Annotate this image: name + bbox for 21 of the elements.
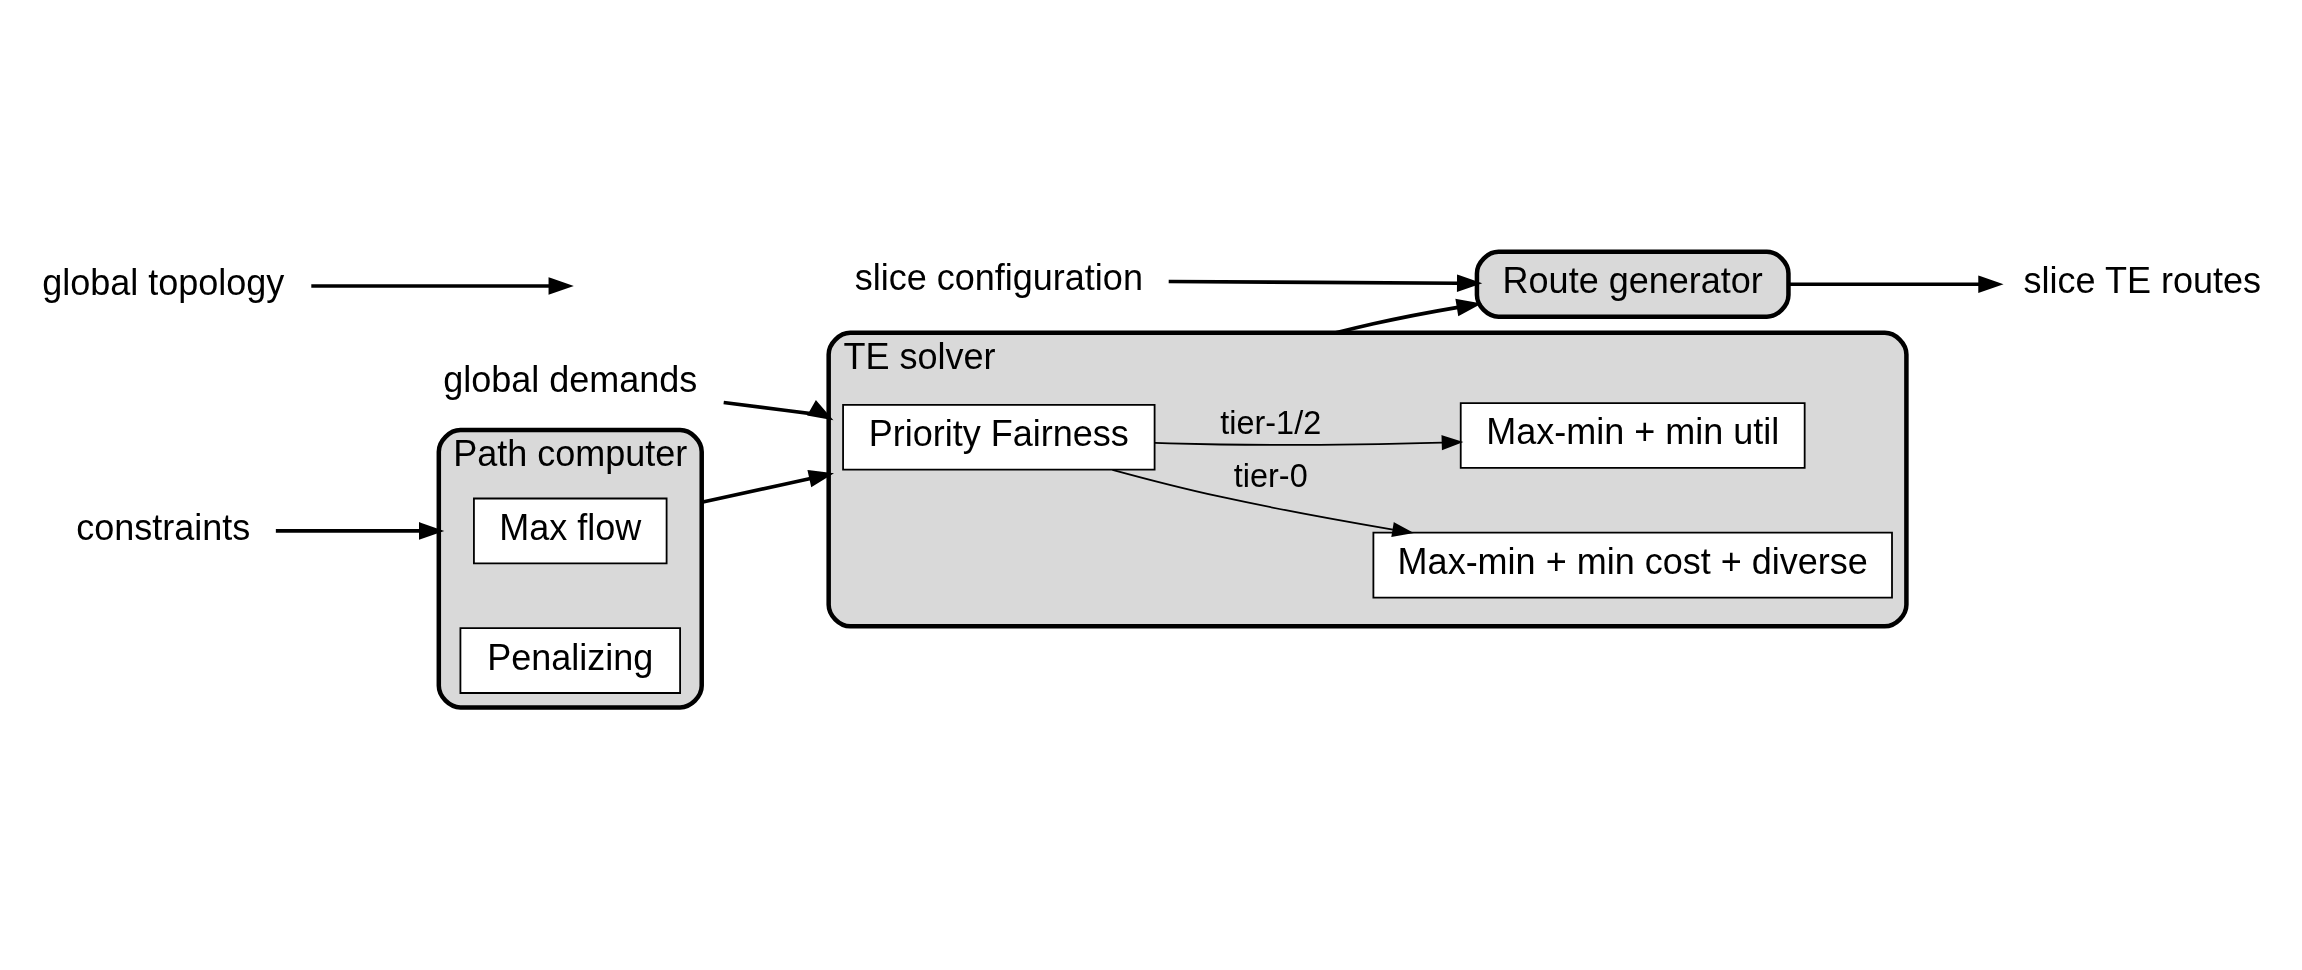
- node-text: global topology: [42, 262, 285, 304]
- node-box: Penalizing: [459, 627, 681, 694]
- edge-label: tier-0: [1233, 457, 1308, 494]
- arrow: [275, 522, 445, 540]
- node-text: constraints: [76, 506, 251, 548]
- arrow: [701, 470, 834, 505]
- node-box: Max flow: [473, 497, 668, 565]
- arrow: [1168, 274, 1483, 293]
- node-box: Priority Fairness: [842, 403, 1156, 471]
- node-box: Route generator: [1474, 249, 1791, 319]
- node-box: Max-min + min cost + diverse: [1372, 531, 1893, 599]
- node-box: Max-min + min util: [1459, 402, 1806, 469]
- arrow: [1789, 275, 2004, 294]
- arrow: [723, 400, 834, 421]
- node-text: slice configuration: [854, 256, 1143, 298]
- arrow: [1153, 435, 1464, 451]
- arrow: [311, 277, 574, 295]
- node-text: global demands: [443, 359, 698, 401]
- arrow: [1111, 468, 1414, 537]
- node-text: slice TE routes: [2023, 260, 2262, 302]
- edge-label: tier-1/2: [1220, 405, 1322, 442]
